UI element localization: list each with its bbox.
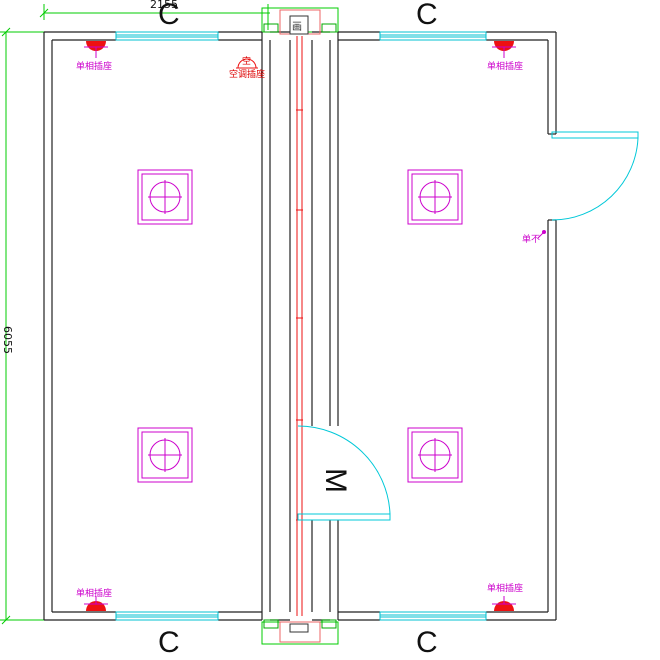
socket-top-left xyxy=(84,41,108,58)
switch-icon xyxy=(537,230,546,239)
corner-posts xyxy=(263,23,337,629)
bottom-panel-box xyxy=(289,623,309,633)
socket-label-bottom-right: 单相插座 xyxy=(487,582,523,594)
fixture-left-bottom xyxy=(137,427,193,483)
socket-top-right xyxy=(492,41,516,58)
door-right-room-exterior xyxy=(551,131,639,221)
ac-socket-icon: 空 xyxy=(236,55,258,69)
fixture-right-bottom xyxy=(407,427,463,483)
socket-label-top-left: 单相插座 xyxy=(76,60,112,72)
sockets: 空 xyxy=(84,41,546,611)
fixture-right-top xyxy=(407,169,463,225)
ceiling-fixtures xyxy=(137,169,463,483)
switch-label: 单不 xyxy=(522,233,540,245)
window-label-top-right: C xyxy=(416,0,438,31)
door-corridor xyxy=(297,425,391,521)
panel-symbol: 画 xyxy=(292,22,302,33)
window-bottom-right xyxy=(379,611,487,621)
window-top-right xyxy=(379,31,487,41)
distribution-panel-icon: 画 xyxy=(289,15,309,35)
window-label-top-left: C xyxy=(158,0,180,31)
socket-bottom-right xyxy=(492,596,516,611)
socket-bottom-left xyxy=(84,596,108,611)
window-label-bottom-right: C xyxy=(416,626,438,659)
window-label-bottom-left: C xyxy=(158,626,180,659)
dim-width-label: 2155 xyxy=(150,0,178,11)
fixture-left-top xyxy=(137,169,193,225)
walls xyxy=(43,31,557,621)
ac-symbol: 空 xyxy=(242,55,251,67)
window-bottom-left xyxy=(115,611,219,621)
dim-height-label: 6055 xyxy=(1,326,14,354)
window-top-left xyxy=(115,31,219,41)
corridor-partition xyxy=(279,9,321,643)
socket-label-top-right: 单相插座 xyxy=(487,60,523,72)
windows xyxy=(115,31,487,621)
dimension-lines xyxy=(0,4,339,645)
ac-socket-label: 空调插座 xyxy=(229,68,265,80)
door-label: M xyxy=(319,468,352,493)
doors xyxy=(297,131,639,521)
socket-label-bottom-left: 单相插座 xyxy=(76,587,112,599)
